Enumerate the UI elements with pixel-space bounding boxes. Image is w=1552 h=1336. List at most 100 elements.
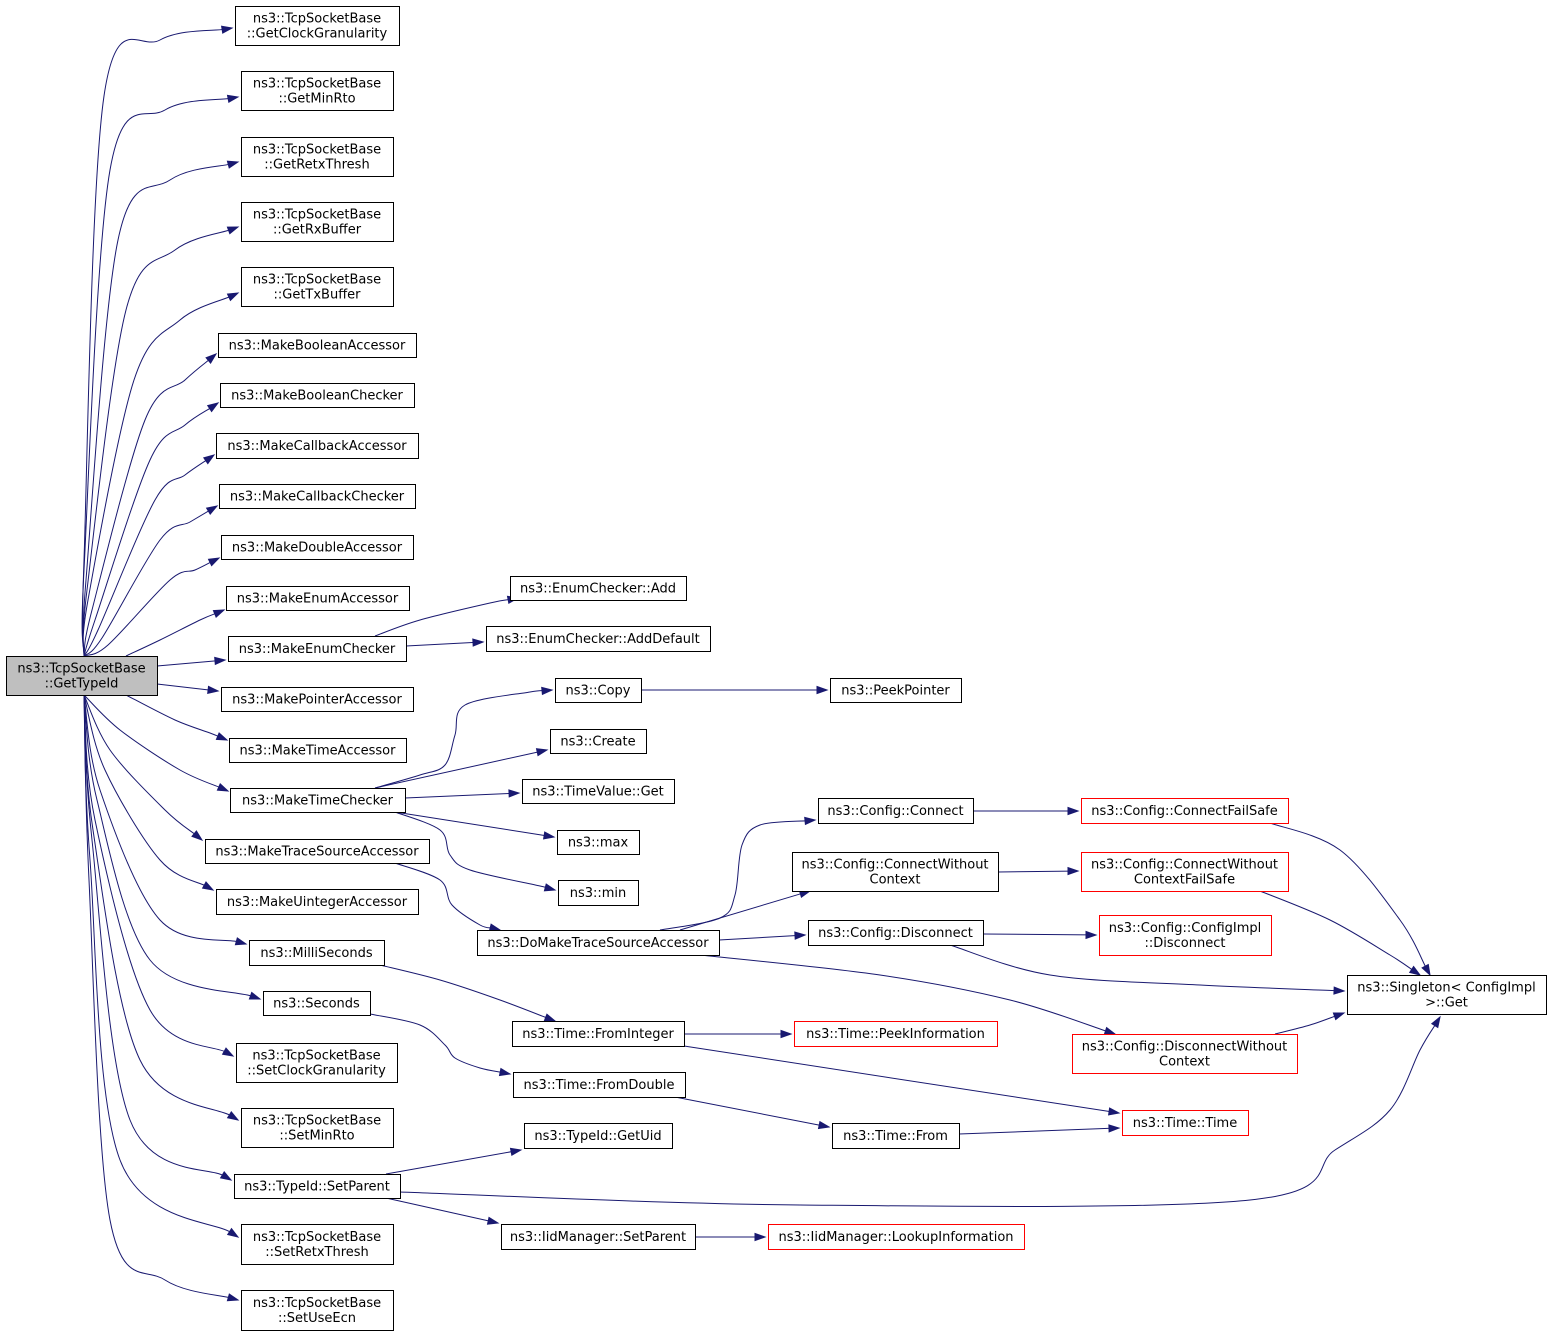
- edge-arrowhead: [1067, 866, 1080, 876]
- edge-arrowhead: [202, 454, 216, 465]
- call-edge-root-to-setRetxThresh: [83, 694, 240, 1238]
- edge-arrowhead: [216, 782, 230, 792]
- node-config-impl-disconnect[interactable]: ns3::Config::ConfigImpl::Disconnect: [1099, 915, 1272, 956]
- call-edge-root-to-makeTimeAccessor: [125, 694, 229, 741]
- call-edge-root-to-makeEnumChecker: [156, 656, 227, 667]
- edge-arrowhead: [472, 638, 485, 647]
- node-set-clock-granularity[interactable]: ns3::TcpSocketBase::SetClockGranularity: [236, 1043, 398, 1083]
- edge-arrowhead: [543, 1013, 557, 1022]
- node-make-enum-accessor[interactable]: ns3::MakeEnumAccessor: [226, 586, 410, 611]
- node-do-make-trace-source-accessor[interactable]: ns3::DoMakeTraceSourceAccessor: [477, 930, 720, 956]
- node-time-time[interactable]: ns3::Time::Time: [1122, 1110, 1249, 1136]
- node-set-use-ecn[interactable]: ns3::TcpSocketBase::SetUseEcn: [241, 1290, 394, 1331]
- edge-arrowhead: [817, 1120, 831, 1130]
- edge-line: [83, 694, 239, 943]
- edge-arrowhead: [234, 937, 248, 946]
- node-get-clock-granularity[interactable]: ns3::TcpSocketBase::GetClockGranularity: [235, 6, 400, 46]
- node-create[interactable]: ns3::Create: [550, 729, 647, 754]
- edge-arrowhead: [191, 830, 204, 841]
- node-label: ns3::TcpSocketBase: [253, 1296, 381, 1311]
- node-label: ns3::Config::ConnectWithout: [1091, 858, 1278, 873]
- node-seconds[interactable]: ns3::Seconds: [263, 991, 371, 1016]
- node-make-double-accessor[interactable]: ns3::MakeDoubleAccessor: [221, 535, 414, 560]
- node-milli-seconds[interactable]: ns3::MilliSeconds: [249, 940, 385, 966]
- node-make-time-checker[interactable]: ns3::MakeTimeChecker: [230, 788, 406, 813]
- node-label: ns3::MakeEnumChecker: [239, 642, 396, 657]
- node-enum-add-default[interactable]: ns3::EnumChecker::AddDefault: [486, 626, 711, 652]
- node-make-boolean-checker[interactable]: ns3::MakeBooleanChecker: [220, 383, 415, 408]
- node-label: ns3::MakeDoubleAccessor: [232, 541, 403, 556]
- edge-arrowhead: [219, 1171, 233, 1181]
- edge-arrowhead: [1430, 1015, 1441, 1029]
- call-edge-root-to-makeDoubleAccessor: [83, 557, 221, 657]
- node-peek-pointer[interactable]: ns3::PeekPointer: [830, 678, 962, 703]
- edge-line: [1259, 890, 1414, 971]
- node-config-disconnect[interactable]: ns3::Config::Disconnect: [808, 920, 984, 946]
- edge-arrowhead: [1103, 1026, 1117, 1035]
- edge-line: [379, 964, 548, 1019]
- node-type-id-get-uid[interactable]: ns3::TypeId::GetUid: [524, 1123, 673, 1149]
- node-time-value-get[interactable]: ns3::TimeValue::Get: [522, 779, 675, 804]
- node-box: [792, 852, 999, 892]
- edge-line: [394, 862, 493, 929]
- node-make-callback-checker[interactable]: ns3::MakeCallbackChecker: [219, 484, 416, 509]
- edge-line: [83, 694, 253, 997]
- node-iid-lookup-information[interactable]: ns3::IidManager::LookupInformation: [768, 1224, 1025, 1250]
- node-config-connect-without-context-fail-safe[interactable]: ns3::Config::ConnectWithoutContextFailSa…: [1081, 852, 1289, 892]
- node-get-min-rto[interactable]: ns3::TcpSocketBase::GetMinRto: [241, 71, 394, 111]
- edge-line: [674, 1096, 822, 1126]
- node-make-callback-accessor[interactable]: ns3::MakeCallbackAccessor: [216, 433, 419, 459]
- edge-arrowhead: [207, 557, 221, 567]
- node-time-peek-information[interactable]: ns3::Time::PeekInformation: [794, 1021, 998, 1047]
- node-time-from-double[interactable]: ns3::Time::FromDouble: [513, 1072, 686, 1098]
- edge-line: [394, 811, 547, 837]
- edge-line: [679, 892, 803, 931]
- node-config-connect-fail-safe[interactable]: ns3::Config::ConnectFailSafe: [1081, 798, 1289, 824]
- node-get-rx-buffer[interactable]: ns3::TcpSocketBase::GetRxBuffer: [241, 202, 394, 242]
- node-max[interactable]: ns3::max: [557, 830, 640, 855]
- node-type-id-set-parent[interactable]: ns3::TypeId::SetParent: [234, 1174, 401, 1199]
- call-edge-milliSeconds-to-timeFromInteger: [379, 964, 557, 1022]
- node-get-retx-thresh[interactable]: ns3::TcpSocketBase::GetRetxThresh: [241, 137, 394, 177]
- node-min[interactable]: ns3::min: [558, 880, 639, 906]
- node-box: [263, 991, 371, 1016]
- node-label: ns3::Time::FromInteger: [522, 1027, 674, 1042]
- node-time-from[interactable]: ns3::Time::From: [832, 1123, 960, 1149]
- node-set-min-rto[interactable]: ns3::TcpSocketBase::SetMinRto: [241, 1108, 394, 1148]
- node-label: ::GetTypeId: [45, 677, 119, 692]
- edge-line: [83, 694, 221, 789]
- node-set-retx-thresh[interactable]: ns3::TcpSocketBase::SetRetxThresh: [241, 1224, 394, 1265]
- node-box: [221, 535, 414, 560]
- node-config-connect[interactable]: ns3::Config::Connect: [818, 798, 974, 824]
- edge-arrowhead: [1332, 1012, 1346, 1021]
- edge-arrowhead: [498, 1067, 512, 1077]
- node-label: >::Get: [1425, 996, 1468, 1011]
- node-time-from-integer[interactable]: ns3::Time::FromInteger: [512, 1021, 685, 1047]
- node-copy[interactable]: ns3::Copy: [555, 678, 642, 703]
- node-singleton-get[interactable]: ns3::Singleton< ConfigImpl >::Get: [1347, 975, 1547, 1015]
- node-label: ::GetRetxThresh: [264, 158, 369, 173]
- node-label: ns3::TypeId::SetParent: [244, 1180, 390, 1195]
- node-make-pointer-accessor[interactable]: ns3::MakePointerAccessor: [221, 687, 414, 712]
- call-edge-makeTimeChecker-to-create: [374, 748, 549, 789]
- node-make-uinteger-accessor[interactable]: ns3::MakeUintegerAccessor: [216, 889, 419, 915]
- node-make-enum-checker[interactable]: ns3::MakeEnumChecker: [228, 636, 407, 662]
- node-make-time-accessor[interactable]: ns3::MakeTimeAccessor: [229, 738, 407, 763]
- node-get-tx-buffer[interactable]: ns3::TcpSocketBase::GetTxBuffer: [241, 267, 394, 307]
- node-label: ::Disconnect: [1145, 936, 1226, 951]
- node-label: ns3::EnumChecker::Add: [520, 582, 676, 597]
- call-edge-root-to-makeCallbackChecker: [83, 505, 219, 657]
- node-box: [513, 1072, 686, 1098]
- node-box: [241, 1290, 394, 1331]
- node-label: ns3::Create: [560, 735, 635, 750]
- node-make-trace-source-accessor[interactable]: ns3::MakeTraceSourceAccessor: [205, 839, 430, 864]
- node-make-boolean-accessor[interactable]: ns3::MakeBooleanAccessor: [218, 333, 417, 358]
- node-box: [230, 788, 406, 813]
- node-box: [768, 1224, 1025, 1250]
- edge-line: [83, 694, 231, 1299]
- node-enum-add[interactable]: ns3::EnumChecker::Add: [510, 576, 687, 601]
- node-iid-set-parent[interactable]: ns3::IidManager::SetParent: [501, 1224, 696, 1250]
- edge-line: [374, 751, 540, 789]
